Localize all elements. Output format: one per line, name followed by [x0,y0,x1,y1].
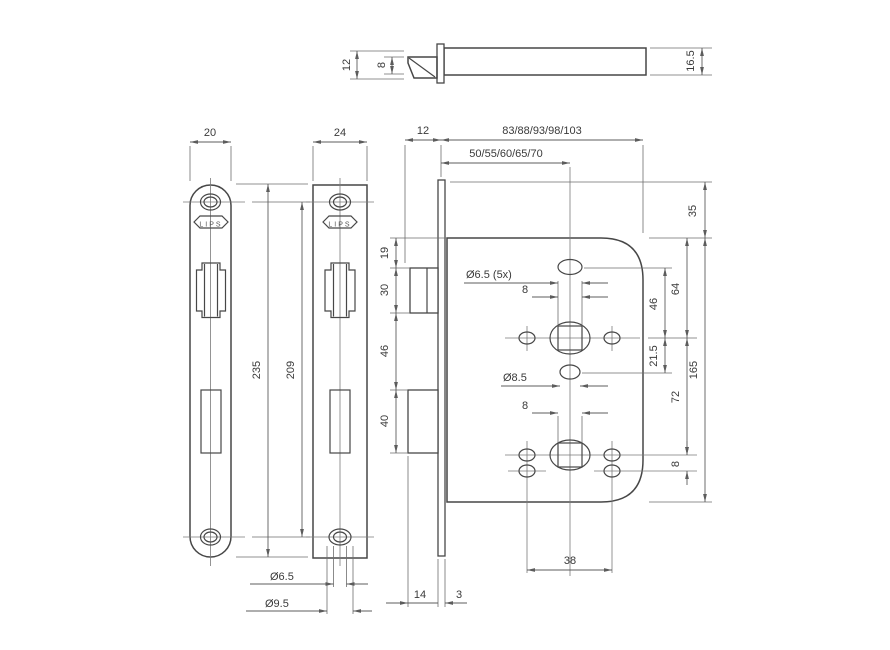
cylinder-hole [559,364,581,380]
extension-lines [390,145,712,607]
faceplate-edge [437,179,446,557]
latch-opening [195,262,227,319]
spindle-square-top [557,325,583,351]
fixing-hole-left [518,331,536,345]
latch-shaft [443,47,647,76]
dim-case-depth-label: 83/88/93/98/103 [502,125,582,137]
latch-flange [436,43,445,84]
dim-top-to-hub-label: 64 [670,283,682,295]
dim-square-bottom-label: 8 [522,400,528,412]
brand-badge [322,215,358,229]
deadbolt-opening [329,389,351,454]
lock-case-outline [446,237,644,503]
dim-bolt-height-label: 40 [379,415,391,427]
spindle-square-bottom [557,442,583,468]
extension-lines [236,183,310,558]
dim-bolt-throw-label: 14 [414,589,426,601]
dim-plate-length-label: 235 [251,361,263,379]
fixing-hole-bl1 [518,448,536,462]
brand-label: LIPS [199,221,222,228]
dim-hub-span-label: 72 [670,391,682,403]
screw-hole-bottom [328,528,352,546]
fixing-hole-right [603,331,621,345]
dim-latch-throw-label: 12 [417,125,429,137]
dim-hole-span-label: 38 [564,555,576,567]
centerlines [505,167,697,576]
follower-hub-top [549,321,591,355]
dim-gap-mid-label: 46 [379,345,391,357]
extension-lines [312,146,368,614]
fixing-hole-top [557,258,583,276]
dim-case-height-label: 165 [688,361,700,379]
bevel-edge [408,57,436,78]
fixing-hole-br2 [603,464,621,478]
follower-hub-bottom [549,439,591,471]
latch-opening [324,262,356,319]
latch-bolt-protrusion [409,267,439,314]
dim-holes-callout-label: Ø6.5 (5x) [466,269,512,281]
dim-margin-top-label: 35 [687,205,699,217]
screw-hole-bottom [199,528,222,546]
dim-plate-thickness-label: 3 [456,589,462,601]
dim-square-top-label: 8 [522,284,528,296]
screw-hole-top [199,193,222,211]
dim-screw-span-label: 209 [285,361,297,379]
dim-latch-flat-label: 8 [376,62,388,68]
latch-head-bevel [407,56,438,79]
dim-pair-gap-label: 8 [670,461,682,467]
dim-screw-hole-label: Ø6.5 [270,571,294,583]
brand-badge [193,215,229,229]
faceplate-rounded-view: LIPS 20 [183,127,245,566]
dim-screw-head-label: Ø9.5 [265,598,289,610]
deadbolt-opening [200,389,222,454]
lock-body-side-view: 12 83/88/93/98/103 50/55/60/65/70 19 30 … [379,125,712,607]
screw-hole-top [328,193,352,211]
extension-lines [189,146,232,181]
deadbolt-protrusion [407,389,439,454]
brand-label: LIPS [328,221,351,228]
dim-latch-height-label: 12 [341,59,353,71]
fixing-hole-bl2 [518,464,536,478]
dim-latch-height-label: 30 [379,284,391,296]
dim-hub-to-cyl-label: 21.5 [648,345,660,366]
dim-hole-to-hub-label: 46 [648,298,660,310]
latch-bolt-top-view: 12 8 16.5 [341,43,712,84]
plate-length-dimensions: 235 209 [236,183,310,558]
extension-lines [350,47,712,80]
dim-plate-width-label: 20 [204,127,216,139]
dim-backset-label: 50/55/60/65/70 [469,148,542,160]
dim-gap-top-label: 19 [379,247,391,259]
faceplate-square-view: LIPS 24 Ø6.5 Ø9.5 [246,127,374,614]
dim-plate-width-label: 24 [334,127,346,139]
fixing-hole-br1 [603,448,621,462]
dim-cylinder-label: Ø8.5 [503,372,527,384]
dim-shaft-label: 16.5 [685,50,697,71]
